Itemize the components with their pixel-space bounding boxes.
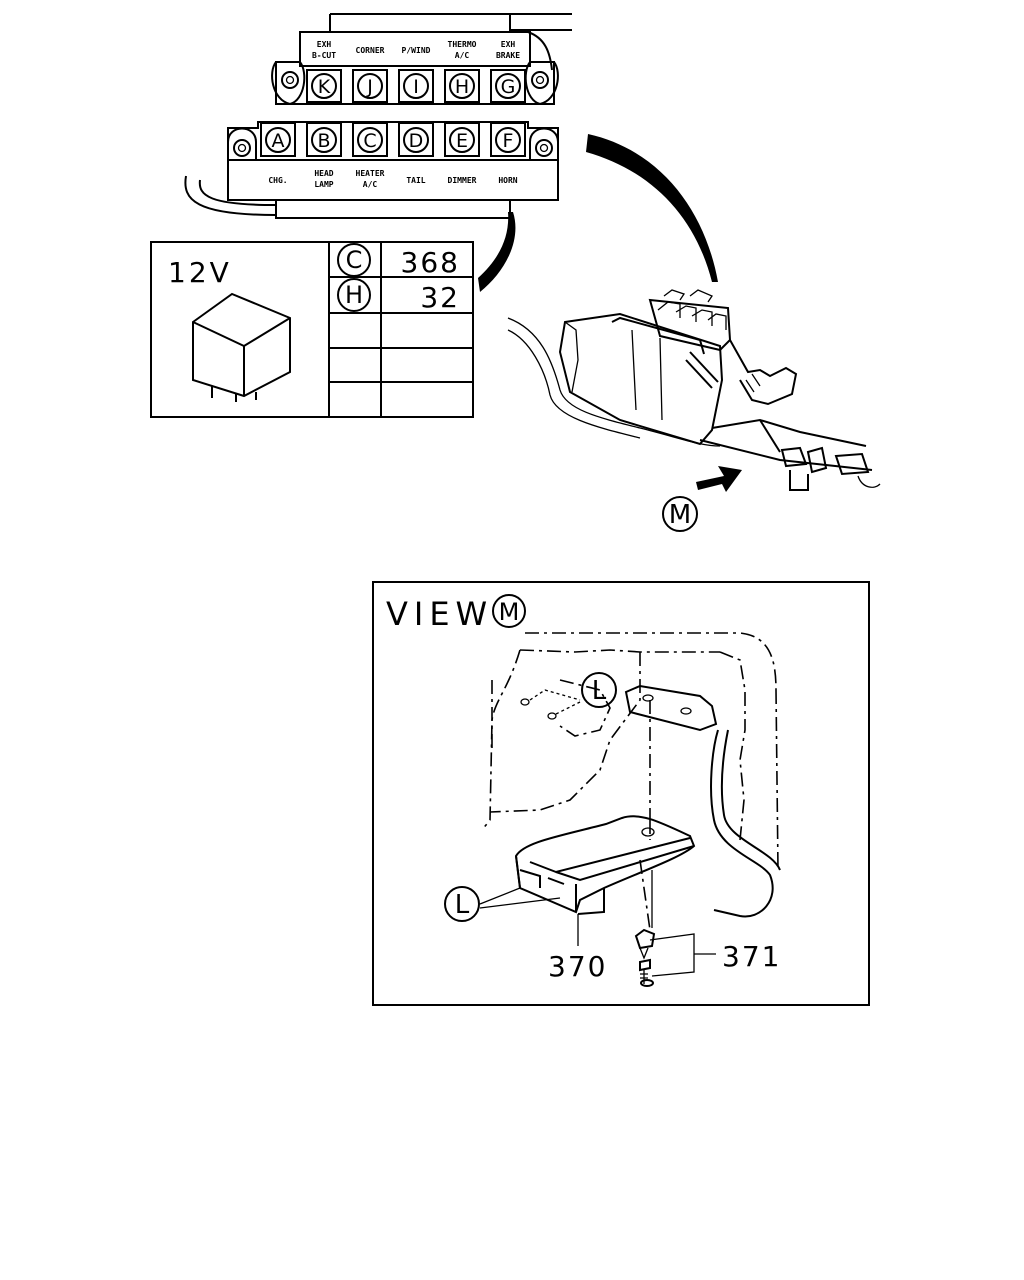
- view-m-detail: VIEW M L: [372, 581, 870, 1006]
- vehicle-installation-sketch: M: [507, 289, 881, 532]
- view-direction-arrow: [696, 466, 742, 492]
- label-corner: CORNER: [356, 46, 385, 55]
- label-exh-bcut-2: B-CUT: [312, 51, 336, 60]
- table-part-32: 32: [420, 281, 460, 314]
- socket-letter-e: E: [456, 130, 468, 152]
- label-head-lamp-2: LAMP: [314, 180, 333, 189]
- socket-letter-h: H: [455, 76, 469, 98]
- label-chg: CHG.: [268, 176, 287, 185]
- label-heater-1: HEATER: [356, 169, 385, 178]
- socket-letter-c: C: [363, 130, 376, 152]
- lower-relay-labels: CHG. HEAD LAMP HEATER A/C TAIL DIMMER HO…: [268, 169, 517, 189]
- socket-letter-d: D: [409, 130, 424, 152]
- label-pwind: P/WIND: [402, 46, 431, 55]
- detail-letter-bottom: L: [455, 890, 470, 920]
- table-letter-h: H: [345, 281, 363, 309]
- upper-relay-labels: EXH B-CUT CORNER P/WIND THERMO A/C EXH B…: [312, 40, 520, 60]
- label-horn: HORN: [498, 176, 517, 185]
- socket-letter-g: G: [501, 76, 516, 98]
- lower-relay-sockets: A B C D E F: [260, 122, 526, 157]
- leader-swoosh-table: [478, 212, 516, 292]
- label-thermo-1: THERMO: [448, 40, 477, 49]
- relay-voltage: 12V: [168, 256, 232, 289]
- bolt-icons: [634, 928, 656, 987]
- leader-swoosh-vehicle: [586, 134, 718, 282]
- label-tail: TAIL: [406, 176, 425, 185]
- relay-box: K J I H G EXH B-CUT CORNER P/WIND THERMO…: [184, 13, 572, 219]
- upper-relay-sockets: K J I H G: [306, 69, 526, 103]
- part-label-371: 371: [722, 940, 781, 973]
- detail-letter-top: L: [592, 676, 607, 706]
- view-title-letter: M: [499, 598, 520, 626]
- part-label-370: 370: [548, 950, 607, 983]
- socket-letter-a: A: [272, 130, 285, 152]
- relay-table: 12V C H 368 32: [150, 241, 474, 418]
- label-head-lamp-1: HEAD: [314, 169, 333, 178]
- socket-letter-j: J: [366, 76, 373, 98]
- table-part-368: 368: [401, 246, 460, 279]
- socket-letter-b: B: [317, 130, 330, 152]
- label-thermo-2: A/C: [455, 51, 470, 60]
- label-exh-brake-1: EXH: [501, 40, 516, 49]
- view-arrow-letter: M: [669, 500, 691, 530]
- label-dimmer: DIMMER: [448, 176, 477, 185]
- view-title-word: VIEW: [386, 595, 493, 633]
- socket-letter-f: F: [503, 130, 514, 152]
- table-letter-c: C: [346, 246, 363, 274]
- label-heater-2: A/C: [363, 180, 378, 189]
- socket-letter-i: I: [413, 76, 419, 98]
- label-exh-bcut-1: EXH: [317, 40, 332, 49]
- label-exh-brake-2: BRAKE: [496, 51, 520, 60]
- socket-letter-k: K: [318, 76, 331, 98]
- relay-cube-icon: [192, 292, 291, 402]
